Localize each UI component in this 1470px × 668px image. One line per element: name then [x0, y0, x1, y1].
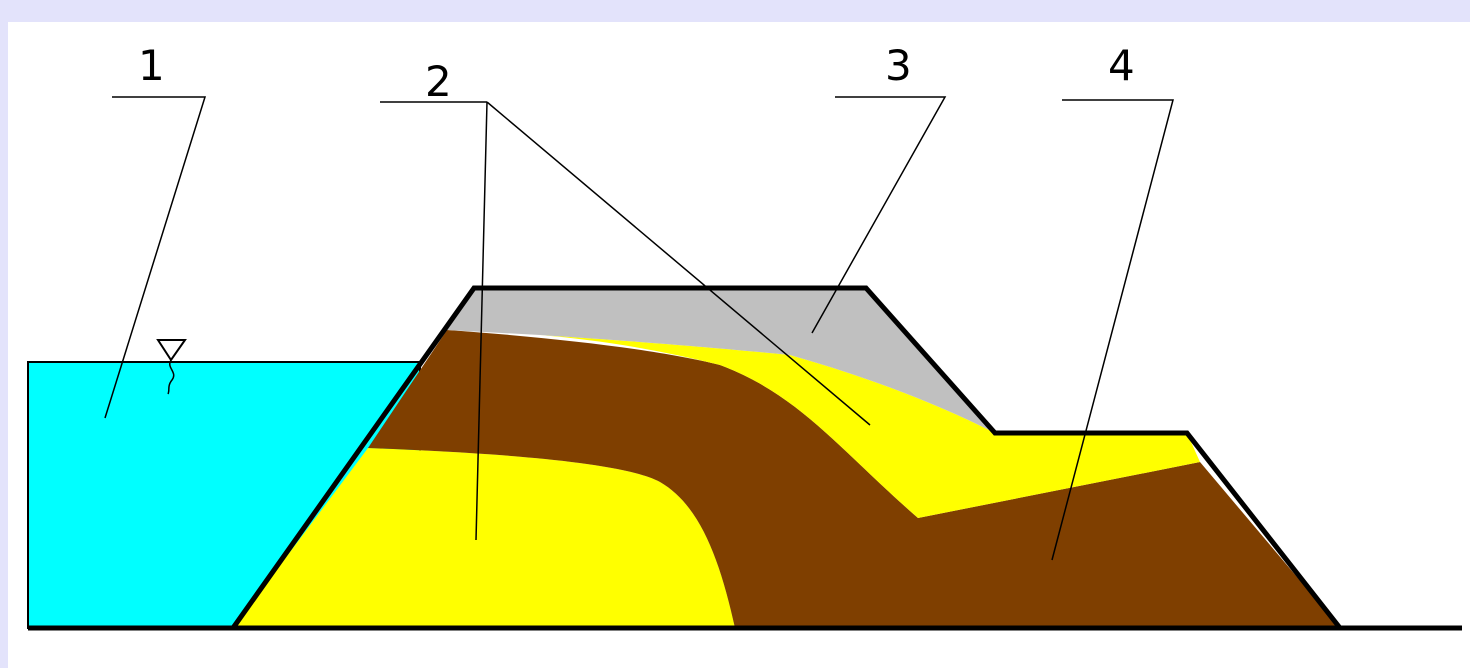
crest-cover-layer [447, 288, 995, 433]
callout-4-label: 4 [1108, 41, 1135, 90]
callout-3: 3 [811, 41, 947, 334]
callout-2: 2 [380, 57, 871, 541]
callout-1: 1 [104, 41, 207, 419]
callout-4: 4 [1051, 41, 1174, 561]
callout-2-label: 2 [425, 57, 452, 106]
sand-upper-zone [540, 335, 1200, 518]
callout-3-label: 3 [885, 41, 912, 90]
dam-outline [230, 285, 1342, 630]
clay-core-zone [368, 330, 1340, 628]
water-level-triangle-icon [156, 339, 187, 395]
sand-lower-zone [233, 448, 735, 628]
callout-1-label: 1 [138, 41, 165, 90]
